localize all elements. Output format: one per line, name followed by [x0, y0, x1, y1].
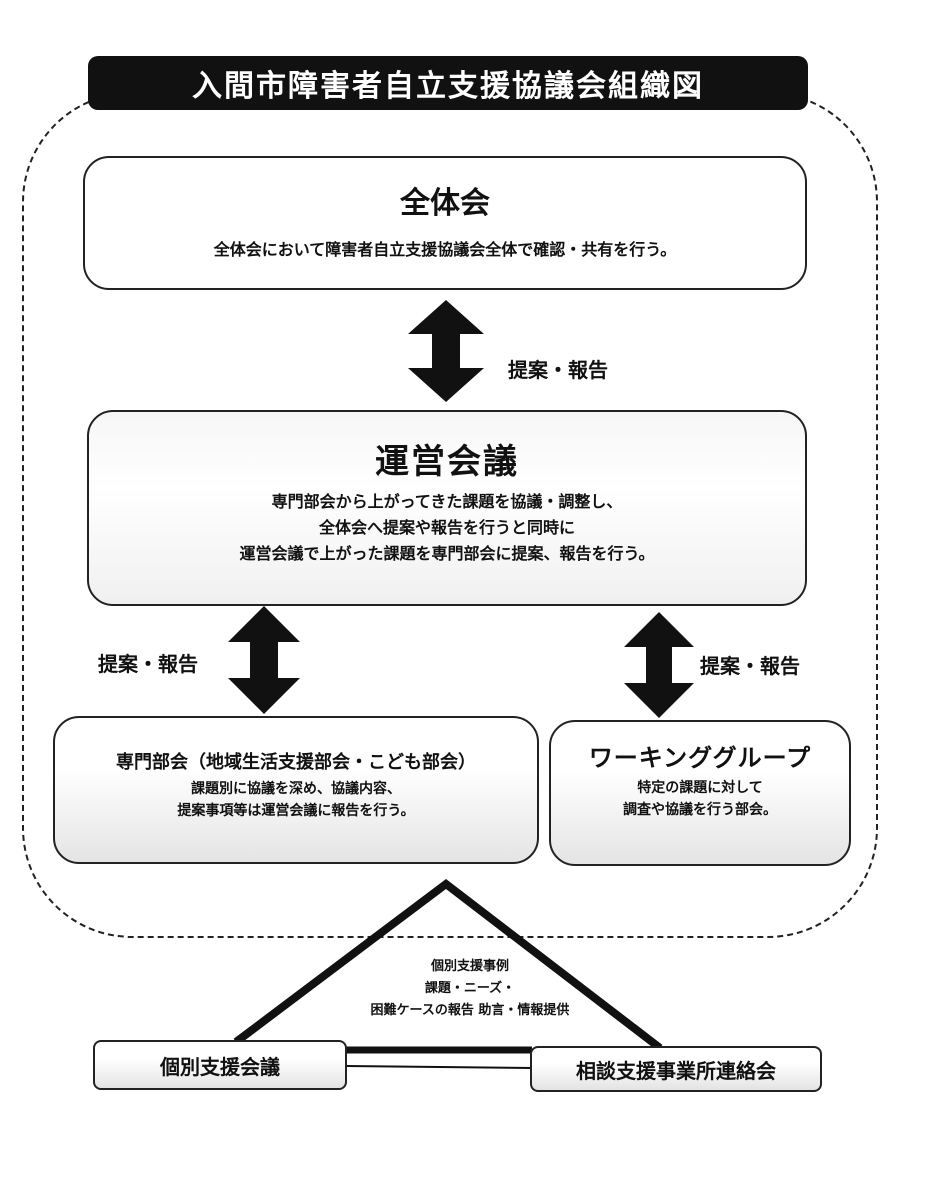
zentai-title: 全体会	[400, 186, 490, 221]
working-group-box: ワーキンググループ 特定の課題に対して 調査や協議を行う部会。	[549, 720, 851, 866]
unei-line: 全体会へ提案や報告を行うと同時に	[318, 518, 575, 537]
unei-line: 運営会議で上がった課題を専門部会に提案、報告を行う。	[239, 544, 655, 563]
working-group-line: 特定の課題に対して	[637, 780, 763, 796]
unei-description: 専門部会から上がってきた課題を協議・調整し、 全体会へ提案や報告を行うと同時に …	[89, 489, 805, 567]
arrow-label-top: 提案・報告	[508, 358, 608, 382]
double-arrow-right	[624, 612, 694, 718]
senmon-title: 専門部会（地域生活支援部会・こども部会）	[116, 752, 476, 773]
working-group-title: ワーキンググループ	[588, 744, 812, 772]
triangle-text: 個別支援事例 課題・ニーズ・ 困難ケースの報告 助言・情報提供	[340, 956, 600, 1022]
soudan-shien-renrakukai-box: 相談支援事業所連絡会	[530, 1046, 822, 1092]
senmon-description: 課題別に協議を深め、協議内容、 提案事項等は運営会議に報告を行う。	[55, 778, 537, 822]
kobetsu-shien-kaigi-box: 個別支援会議	[93, 1040, 347, 1090]
arrow-label-right: 提案・報告	[700, 654, 800, 678]
double-arrow-top	[408, 300, 484, 402]
page-title: 入間市障害者自立支援協議会組織図	[88, 56, 808, 110]
zentai-description: 全体会において障害者自立支援協議会全体で確認・共有を行う。	[213, 240, 677, 259]
unei-title: 運営会議	[375, 442, 519, 482]
triangle-outline	[233, 878, 663, 1052]
triangle-line: 個別支援事例	[430, 959, 509, 974]
senmon-box: 専門部会（地域生活支援部会・こども部会） 課題別に協議を深め、協議内容、 提案事…	[53, 716, 539, 864]
triangle-line: 課題・ニーズ・	[424, 981, 516, 996]
working-group-line: 調査や協議を行う部会。	[623, 802, 777, 818]
unei-box: 運営会議 専門部会から上がってきた課題を協議・調整し、 全体会へ提案や報告を行う…	[87, 410, 807, 606]
unei-line: 専門部会から上がってきた課題を協議・調整し、	[271, 492, 623, 511]
connector-thin	[345, 1065, 533, 1069]
senmon-line: 提案事項等は運営会議に報告を行う。	[177, 803, 415, 819]
working-group-description: 特定の課題に対して 調査や協議を行う部会。	[551, 777, 849, 821]
triangle-line: 困難ケースの報告 助言・情報提供	[370, 1003, 570, 1018]
senmon-line: 課題別に協議を深め、協議内容、	[191, 781, 401, 797]
arrow-label-left: 提案・報告	[98, 652, 198, 676]
double-arrow-left	[228, 606, 300, 714]
zentai-box: 全体会 全体会において障害者自立支援協議会全体で確認・共有を行う。	[83, 156, 807, 290]
